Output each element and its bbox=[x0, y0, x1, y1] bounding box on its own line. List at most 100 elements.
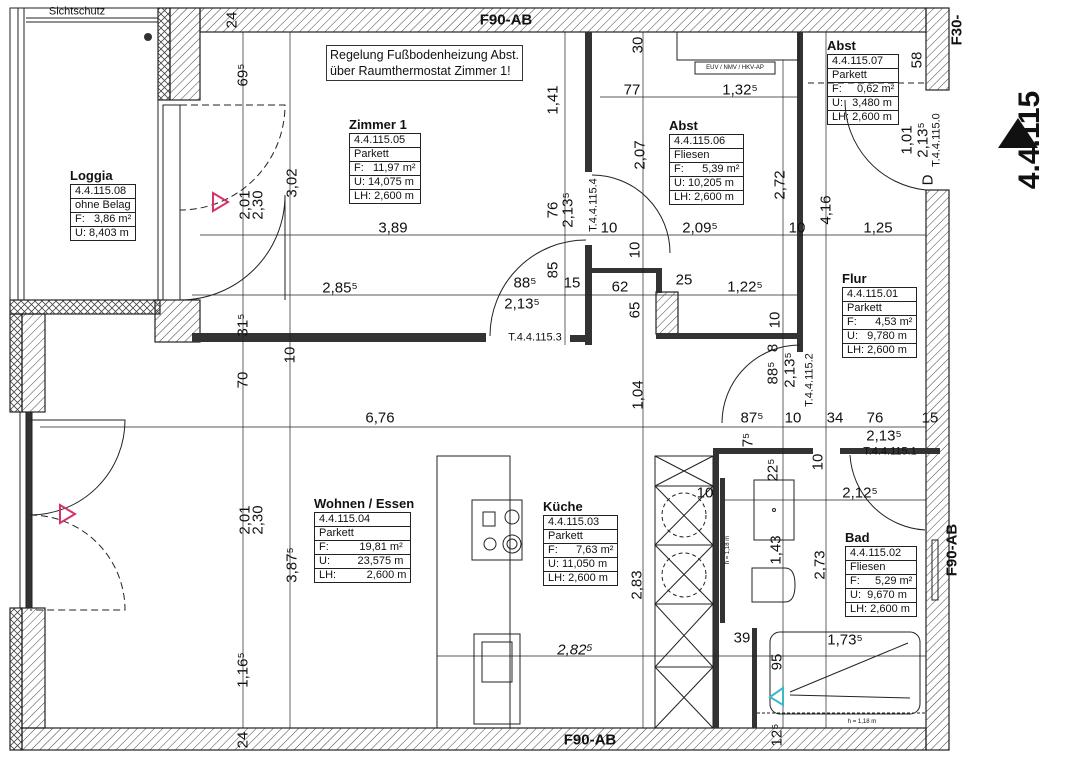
dimension-label: 10 bbox=[788, 219, 806, 237]
dimension-label: 24 bbox=[234, 731, 252, 749]
plan-label: T.4.4.115.3 bbox=[508, 331, 562, 344]
plan-label: F90-AB bbox=[943, 523, 961, 577]
dimension-label: 1,22⁵ bbox=[727, 278, 763, 296]
room-info-cell: Parkett bbox=[313, 526, 412, 541]
room-name: Bad bbox=[845, 530, 870, 545]
dimension-label: 1,04 bbox=[629, 380, 647, 410]
dimension-label: 77 bbox=[623, 81, 641, 99]
dimension-label: 10 bbox=[626, 241, 644, 259]
room-info-cell: Parkett bbox=[826, 68, 900, 83]
room-info-cell: U: 10,205 m bbox=[668, 176, 745, 191]
dimension-label: 76 bbox=[544, 201, 562, 219]
room-info-cell: U: 3,480 m bbox=[826, 96, 900, 111]
dimension-label: 2,07 bbox=[631, 140, 649, 170]
dimension-label: 1,43 bbox=[767, 535, 785, 565]
dimension-label: 3,89 bbox=[378, 219, 408, 237]
dimension-label: 1,41 bbox=[544, 85, 562, 115]
room-info-cell: Parkett bbox=[542, 529, 619, 544]
room-info-cell: F: 7,63 m² bbox=[542, 543, 619, 558]
plan-label: h = 1,18 m bbox=[725, 535, 731, 565]
room-info-cell: F: 19,81 m² bbox=[313, 540, 412, 555]
room-info-cell: LH: 2,600 m bbox=[542, 571, 619, 586]
dimension-label: 2,82⁵ bbox=[557, 641, 593, 659]
room-info-cell: U: 9,670 m bbox=[844, 588, 918, 603]
dimension-label: 31⁵ bbox=[234, 313, 252, 337]
dimension-label: 58 bbox=[908, 51, 926, 69]
room-name: Abst bbox=[669, 118, 698, 133]
note-line: über Raumthermostat Zimmer 1! bbox=[330, 64, 511, 78]
plan-label: h = 1,18 m bbox=[847, 719, 877, 725]
room-info-cell: U: 14,075 m bbox=[349, 175, 421, 190]
dimension-label: 76 bbox=[866, 409, 884, 427]
plan-label: T.4.4.115.0 bbox=[930, 113, 943, 167]
dimension-label: 95 bbox=[768, 653, 786, 671]
dimension-label: 3,02 bbox=[283, 168, 301, 198]
room-info-cell: Fliesen bbox=[668, 148, 745, 163]
room-info-cell: 4.4.115.08 bbox=[69, 184, 137, 199]
dimension-label: 1,25 bbox=[863, 219, 893, 237]
plan-label: F90-AB bbox=[479, 11, 533, 29]
heating-note: Regelung Fußbodenheizung Abst. über Raum… bbox=[326, 45, 524, 81]
dimension-label: 2,83 bbox=[628, 570, 646, 600]
dimension-label: 2,30 bbox=[249, 190, 267, 220]
dimension-label: 15 bbox=[563, 274, 581, 292]
room-info-cell: U: 8,403 m bbox=[69, 226, 137, 241]
dimension-label: 3,87⁵ bbox=[283, 547, 301, 583]
dimension-label: 12⁵ bbox=[768, 723, 786, 747]
room-info-cell: 4.4.115.06 bbox=[668, 134, 745, 149]
dimension-label: 2,13⁵ bbox=[559, 192, 577, 228]
room-info-cell: Fliesen bbox=[844, 560, 918, 575]
room-info-cell: U: 11,050 m bbox=[542, 557, 619, 572]
dimension-label: 1,01 bbox=[898, 125, 916, 155]
plan-label: T.4.4.115.1 bbox=[863, 445, 917, 458]
dimension-label: 2,09⁵ bbox=[682, 219, 718, 237]
room-info-cell: 4.4.115.04 bbox=[313, 512, 412, 527]
room-info-cell: 4.4.115.05 bbox=[349, 133, 421, 148]
dimension-label: 65 bbox=[626, 301, 644, 319]
plan-label: T.4.4.115.4 bbox=[587, 178, 600, 232]
dimension-label: 10 bbox=[784, 409, 802, 427]
dimension-label: 24 bbox=[223, 11, 241, 29]
room-info-cell: LH: 2,600 m bbox=[844, 602, 918, 617]
room-info-cell: LH: 2,600 m bbox=[349, 189, 421, 204]
room-name: Küche bbox=[543, 499, 583, 514]
room-info-cell: LH: 2,600 m bbox=[841, 343, 918, 358]
note-line: Regelung Fußbodenheizung Abst. bbox=[330, 48, 520, 62]
room-info-cell: LH: 2,600 m bbox=[313, 568, 412, 583]
room-info-cell: 4.4.115.03 bbox=[542, 515, 619, 530]
dimension-label: 69⁵ bbox=[234, 63, 252, 87]
plan-label: D bbox=[919, 174, 937, 186]
dimension-label: 10 bbox=[696, 484, 714, 502]
dimension-label: 39 bbox=[733, 629, 751, 647]
dimension-label: 70 bbox=[234, 371, 252, 389]
dimension-label: 1,16⁵ bbox=[234, 652, 252, 688]
room-info-cell: F: 4,53 m² bbox=[841, 315, 918, 330]
room-info-cell: U: 9,780 m bbox=[841, 329, 918, 344]
dimension-label: 1,73⁵ bbox=[827, 631, 863, 649]
dimension-label: 10 bbox=[809, 453, 827, 471]
dimension-label: 6,76 bbox=[365, 409, 395, 427]
dimension-label: 2,13⁵ bbox=[781, 352, 799, 388]
dimension-label: 2,13⁵ bbox=[914, 122, 932, 158]
room-info-cell: F: 5,39 m² bbox=[668, 162, 745, 177]
room-info-cell: U: 23,575 m bbox=[313, 554, 412, 569]
dimension-label: 7⁵ bbox=[739, 432, 757, 448]
unit-arrow-icon bbox=[998, 118, 1038, 148]
dimension-label: 30 bbox=[629, 36, 647, 54]
dimension-label: 2,12⁵ bbox=[842, 484, 878, 502]
dimension-label: 2,73 bbox=[811, 550, 829, 580]
room-info-cell: F: 11,97 m² bbox=[349, 161, 421, 176]
room-name: Abst bbox=[827, 38, 856, 53]
